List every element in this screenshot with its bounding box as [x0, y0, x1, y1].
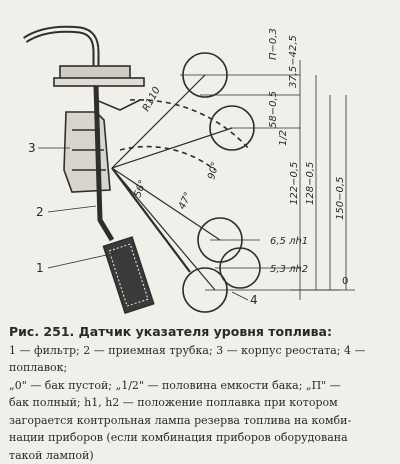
technical-drawing: 3 2 1 4 П−0,3 37,5−42,5 58−0,5 1/2 122−0…: [0, 0, 400, 320]
dim-h1: 6,5 лh1: [270, 236, 308, 247]
callout-1: 1: [36, 261, 44, 275]
callout-2: 2: [36, 205, 44, 219]
caption-line: 1 — фильтр; 2 — приемная трубка; 3 — кор…: [9, 342, 393, 360]
caption-line: нации приборов (если комбинация приборов…: [9, 429, 393, 447]
callout-4: 4: [250, 293, 258, 307]
angle-47: 47°: [177, 191, 194, 212]
dim-full: П−0,3: [268, 28, 279, 60]
dim-128: 128−0,5: [305, 162, 316, 205]
figure-caption: Рис. 251. Датчик указателя уровня топлив…: [9, 323, 393, 464]
dim-half: 1/2: [278, 130, 289, 146]
caption-title: Рис. 251. Датчик указателя уровня топлив…: [9, 323, 393, 341]
caption-line: поплавок;: [9, 359, 393, 377]
filter: [104, 237, 154, 313]
dim-r110: R110: [141, 85, 163, 113]
caption-line: загорается контрольная лампа резерва топ…: [9, 412, 393, 430]
dim-zero: 0: [342, 276, 348, 287]
callout-3: 3: [28, 141, 36, 155]
rheostat-housing: [64, 112, 110, 192]
dim-150: 150−0,5: [335, 177, 346, 220]
dim-37-42: 37,5−42,5: [288, 35, 299, 88]
dim-h2: 5,3 лh2: [270, 264, 308, 275]
caption-line: „0" — бак пустой; „1/2" — половина емкос…: [9, 377, 393, 395]
dim-122: 122−0,5: [289, 162, 300, 205]
dim-58: 58−0,5: [268, 91, 279, 128]
angle-90: 90°: [206, 161, 221, 181]
caption-line: такой лампой): [9, 447, 393, 464]
angle-56: 56°: [132, 179, 148, 199]
caption-line: бак полный; h1, h2 — положение поплавка …: [9, 394, 393, 412]
fuel-gauge-sensor-drawing: 3 2 1 4 П−0,3 37,5−42,5 58−0,5 1/2 122−0…: [0, 0, 400, 320]
